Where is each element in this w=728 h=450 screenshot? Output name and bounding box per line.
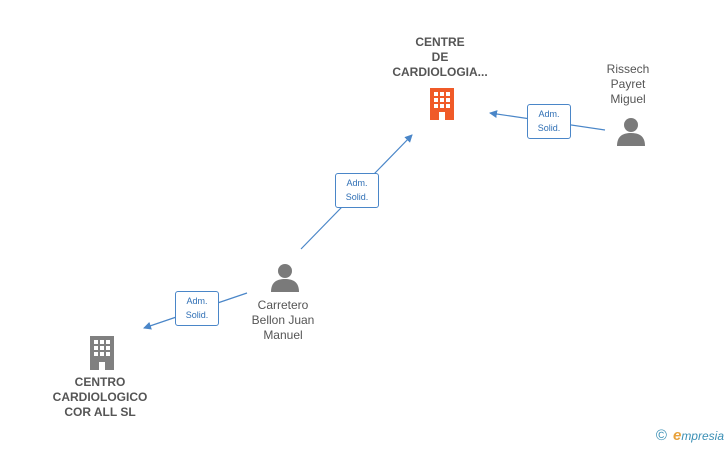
node-label-line: CENTRE bbox=[415, 35, 465, 49]
edge-label-line: Adm. bbox=[186, 296, 208, 306]
node-label-line: Manuel bbox=[263, 328, 303, 342]
node-centro-cardiologico-label[interactable]: CENTRO CARDIOLOGICO COR ALL SL bbox=[40, 375, 160, 420]
person-icon[interactable] bbox=[616, 116, 646, 146]
edge-label-line: Solid. bbox=[185, 310, 209, 320]
node-carretero-label[interactable]: Carretero Bellon Juan Manuel bbox=[238, 298, 328, 343]
node-rissech-label[interactable]: Rissech Payret Miguel bbox=[588, 62, 668, 107]
edge-label-line: Solid. bbox=[345, 192, 369, 202]
edge-label-line: Solid. bbox=[537, 123, 561, 133]
node-label-line: Miguel bbox=[610, 92, 646, 106]
person-icon[interactable] bbox=[270, 262, 300, 292]
node-centre-cardiologia-label[interactable]: CENTRE DE CARDIOLOGIA... bbox=[370, 35, 510, 80]
node-label-line: CENTRO bbox=[74, 375, 126, 389]
node-label-line: COR ALL SL bbox=[64, 405, 136, 419]
copyright-icon: © bbox=[655, 427, 667, 444]
edge-label-carretero-centro[interactable]: Adm. Solid. bbox=[175, 291, 219, 326]
building-icon[interactable] bbox=[86, 334, 118, 370]
node-label-line: DE bbox=[431, 50, 449, 64]
edge-label-rissech-centre[interactable]: Adm. Solid. bbox=[527, 104, 571, 139]
node-label-line: Payret bbox=[610, 77, 646, 91]
edge-label-line: Adm. bbox=[346, 178, 368, 188]
brand-initial: e bbox=[672, 427, 682, 444]
node-label-line: Bellon Juan bbox=[251, 313, 315, 327]
node-label-line: CARDIOLOGICO bbox=[52, 390, 148, 404]
node-label-line: CARDIOLOGIA... bbox=[392, 65, 488, 79]
edge-label-line: Adm. bbox=[538, 109, 560, 119]
node-label-line: Rissech bbox=[606, 62, 650, 76]
node-label-line: Carretero bbox=[257, 298, 309, 312]
building-icon[interactable] bbox=[426, 86, 458, 120]
edge-label-carretero-centre[interactable]: Adm. Solid. bbox=[335, 173, 379, 208]
brand-name: mpresia bbox=[681, 428, 724, 443]
empresia-logo: © e mpresia bbox=[656, 427, 724, 444]
